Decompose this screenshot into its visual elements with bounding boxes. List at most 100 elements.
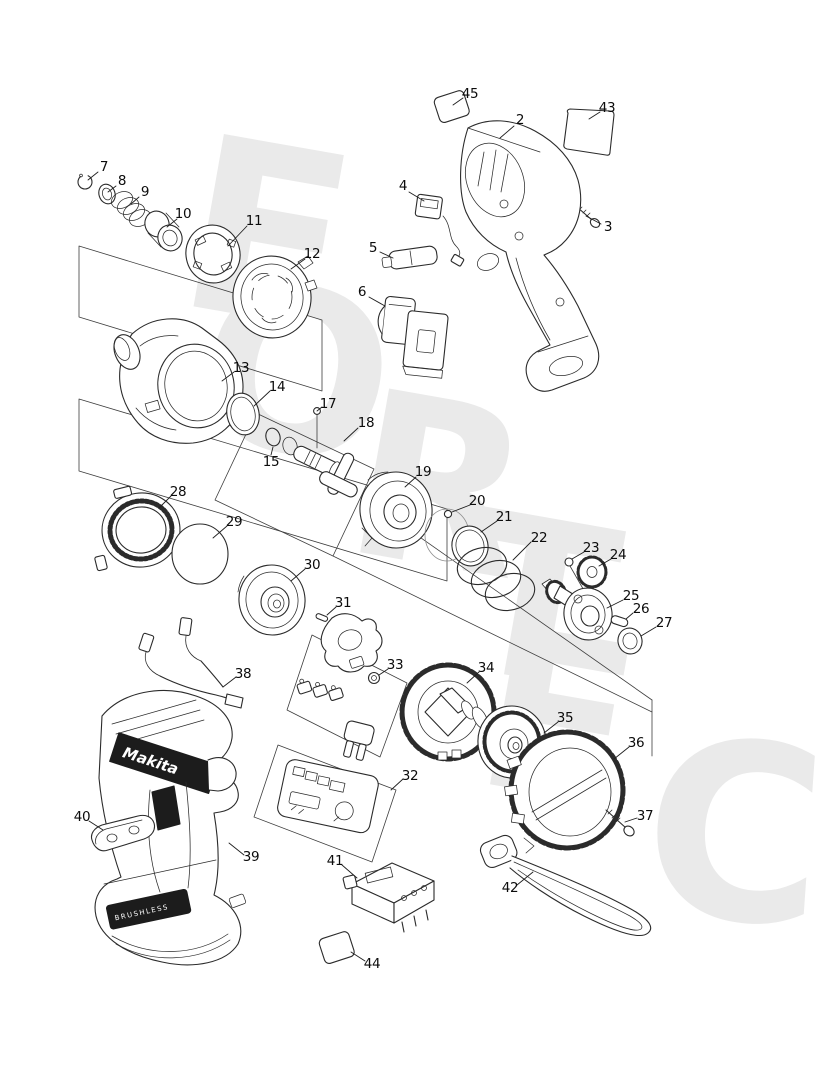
part-25-leader-line <box>606 599 624 609</box>
part-23-label: 23 <box>582 540 600 556</box>
part-28-drawing <box>94 485 181 572</box>
part-27-drawing <box>617 627 643 655</box>
part-31-label: 31 <box>334 595 352 611</box>
part-22-label: 22 <box>530 530 548 546</box>
part-4-leader-line <box>408 191 425 202</box>
part-27-label: 27 <box>655 615 673 631</box>
part-4-label: 4 <box>398 178 408 194</box>
part-14-leader-line <box>253 390 271 407</box>
part-2-label: 2 <box>515 112 525 128</box>
part-29-leader-line <box>212 525 228 539</box>
part-10-label: 10 <box>174 206 192 222</box>
part-31-leader-line <box>326 606 337 616</box>
part-4-drawing <box>414 193 465 267</box>
part-20-leader-line <box>451 504 471 513</box>
part-40-leader-line <box>88 820 104 831</box>
part-38-leader-line <box>222 676 237 688</box>
part-6-leader-line <box>368 296 386 307</box>
part-45-label: 45 <box>461 86 479 102</box>
part-27-leader-line <box>640 626 657 637</box>
part-24-label: 24 <box>609 547 627 563</box>
part-36-drawing <box>504 729 626 854</box>
part-9-leader-line <box>130 196 140 205</box>
part-25-drawing <box>541 578 613 641</box>
part-25-label: 25 <box>622 588 640 604</box>
part-45-drawing <box>433 90 470 123</box>
part-2-leader-line <box>499 125 515 139</box>
part-39-label: 39 <box>242 849 260 865</box>
part-19-label: 19 <box>414 464 432 480</box>
part-8-label: 8 <box>117 173 127 189</box>
part-43-label: 43 <box>598 100 616 116</box>
part-19-leader-line <box>404 476 417 488</box>
part-43-drawing <box>563 108 615 156</box>
part-34-label: 34 <box>477 660 495 676</box>
part-39-drawing: Makita BRUSHLESS <box>94 690 247 966</box>
part-18-leader-line <box>343 427 359 442</box>
part-21-drawing <box>451 525 489 567</box>
part-9-label: 9 <box>140 184 150 200</box>
part-5-label: 5 <box>368 240 378 256</box>
part-36-label: 36 <box>627 735 645 751</box>
part-41-drawing <box>342 862 435 933</box>
part-44-drawing <box>318 931 355 964</box>
part-43-leader-line <box>588 111 601 120</box>
part-42-drawing <box>479 834 652 937</box>
part-26-label: 26 <box>632 601 650 617</box>
part-5-leader-line <box>379 251 394 259</box>
part-15-leader-line <box>270 446 274 456</box>
part-40-drawing <box>90 814 156 852</box>
part-30-leader-line <box>290 568 306 582</box>
part-28-leader-line <box>158 495 172 509</box>
part-11-leader-line <box>227 225 248 247</box>
part-32-drawing <box>277 720 379 834</box>
part-32-leader-line <box>390 778 404 791</box>
part-21-leader-line <box>480 520 498 533</box>
part-24-drawing <box>576 555 608 589</box>
part-18-label: 18 <box>357 415 375 431</box>
part-44-label: 44 <box>363 956 381 972</box>
part-8-leader-line <box>107 185 117 193</box>
part-36-leader-line <box>613 746 630 760</box>
part-22-drawing <box>456 546 536 612</box>
part-29-label: 29 <box>225 514 243 530</box>
part-41-label: 41 <box>326 853 344 869</box>
part-10-drawing <box>144 210 183 252</box>
part-37-leader-line <box>624 817 638 823</box>
part-15-drawing <box>265 427 298 456</box>
part-26-drawing <box>610 615 629 628</box>
part-11-label: 11 <box>245 213 263 229</box>
part-44-leader-line <box>350 951 366 962</box>
part-15-label: 15 <box>262 454 280 470</box>
part-38-label: 38 <box>234 666 252 682</box>
part-12-drawing <box>232 255 318 339</box>
part-10-leader-line <box>166 218 178 228</box>
part-45-leader-line <box>452 97 464 106</box>
part-39-leader-line <box>228 842 245 856</box>
part-35-leader-line <box>543 721 559 734</box>
part-19-drawing <box>359 471 433 549</box>
part-14-drawing <box>226 392 260 436</box>
part-38-drawing <box>138 617 244 709</box>
part-42-label: 42 <box>501 880 519 896</box>
part-37-drawing <box>605 809 635 837</box>
part-17-label: 17 <box>319 396 337 412</box>
part-28-label: 28 <box>169 484 187 500</box>
part-30-drawing <box>237 564 306 636</box>
part-32-label: 32 <box>401 768 419 784</box>
part-3-leader-line <box>585 215 602 225</box>
part-34-leader-line <box>466 671 480 684</box>
part-42-leader-line <box>516 871 534 886</box>
part-13-drawing <box>113 318 244 444</box>
part-5-drawing <box>381 245 438 270</box>
part-33-label: 33 <box>386 657 404 673</box>
part-24-leader-line <box>598 558 612 567</box>
part-13-label: 13 <box>232 360 250 376</box>
part-31-drawing <box>315 613 329 622</box>
part-33-leader-line <box>378 668 389 676</box>
part-23-drawing <box>564 557 574 567</box>
part-37-label: 37 <box>636 808 654 824</box>
part-14-label: 14 <box>268 379 286 395</box>
